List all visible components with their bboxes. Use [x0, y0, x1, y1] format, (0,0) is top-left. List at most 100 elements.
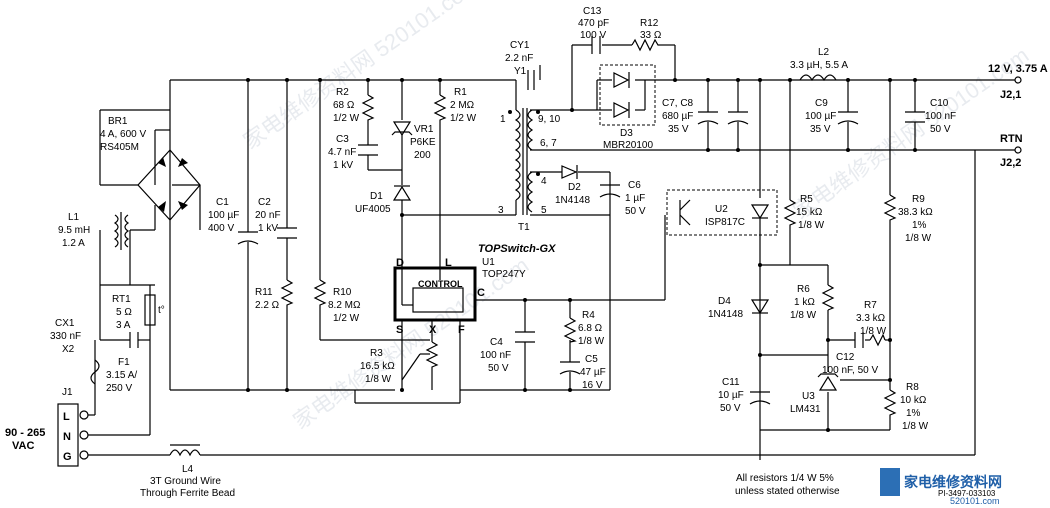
c2-voltage: 1 kV	[258, 223, 278, 234]
c7-voltage: 35 V	[668, 124, 689, 135]
c5-label: C5	[585, 354, 598, 365]
output-rtn: RTN	[1000, 133, 1023, 145]
d1-part: UF4005	[355, 204, 391, 215]
r3-label: R3	[370, 348, 383, 359]
cy1-capacitor	[527, 70, 535, 90]
r4-label: R4	[582, 310, 595, 321]
logo-url: 520101.com	[950, 496, 1000, 506]
c5-voltage: 16 V	[582, 380, 603, 391]
l4-desc1: 3T Ground Wire	[150, 476, 221, 487]
r4-resistor	[563, 317, 577, 343]
c6-value: 1 µF	[625, 193, 645, 204]
vr1-voltage: 200	[414, 150, 431, 161]
r3-resistor	[401, 341, 439, 381]
r8-power: 1/8 W	[902, 421, 929, 432]
r8-resistor	[883, 389, 897, 420]
r7-value: 3.3 kΩ	[856, 313, 886, 324]
c4-value: 100 nF	[480, 350, 511, 361]
pin-n: N	[63, 431, 71, 443]
site-logo: 家电维修资料网 520101.com	[880, 468, 1002, 506]
c11-voltage: 50 V	[720, 403, 741, 414]
r10-power: 1/2 W	[333, 313, 360, 324]
cx1-capacitor	[129, 332, 139, 348]
c10-voltage: 50 V	[930, 124, 951, 135]
l1-inductor	[113, 212, 130, 250]
d4-diode	[750, 299, 770, 315]
pin-4: 4	[541, 176, 547, 187]
r1-label: R1	[454, 87, 467, 98]
br1-part: RS405M	[100, 142, 139, 153]
r8-tolerance: 1%	[906, 408, 921, 419]
l4-ferrite	[169, 444, 201, 457]
pin-l: L	[63, 411, 70, 423]
l2-label: L2	[818, 47, 830, 58]
c9-value: 100 µF	[805, 111, 836, 122]
r9-tolerance: 1%	[912, 220, 927, 231]
c4-capacitor	[515, 331, 535, 343]
j1-connector	[57, 403, 89, 467]
f1-current: 3.15 A/	[106, 370, 137, 381]
u1-pin-d: D	[396, 257, 404, 269]
output-12v: 12 V, 3.75 A	[988, 63, 1048, 75]
l2-inductor	[799, 74, 837, 82]
u2-optocoupler	[666, 189, 778, 236]
l1-label: L1	[68, 212, 80, 223]
c13-capacitor	[591, 36, 601, 54]
d3-label: D3	[620, 128, 633, 139]
c5-value: 47 µF	[580, 367, 606, 378]
u1-topswitch	[393, 266, 477, 322]
c13-value: 470 pF	[578, 18, 609, 29]
d1-label: D1	[370, 191, 383, 202]
rt1-label: RT1	[112, 294, 131, 305]
r10-value: 8.2 MΩ	[328, 300, 361, 311]
cx1-label: CX1	[55, 318, 75, 329]
u1-pin-f: F	[458, 324, 465, 336]
r11-value: 2.2 Ω	[255, 300, 280, 311]
r12-label: R12	[640, 18, 659, 29]
r5-label: R5	[800, 194, 813, 205]
r4-power: 1/8 W	[578, 336, 605, 347]
c11-label: C11	[722, 377, 740, 388]
pin-6-7: 6, 7	[540, 138, 557, 149]
r3-power: 1/8 W	[365, 374, 392, 385]
br1-rating: 4 A, 600 V	[100, 129, 146, 140]
r1-power: 1/2 W	[450, 113, 477, 124]
l1-value: 9.5 mH	[58, 225, 90, 236]
r2-label: R2	[336, 87, 349, 98]
pin-1: 1	[500, 114, 506, 125]
c3-capacitor	[358, 144, 378, 156]
f1-voltage: 250 V	[106, 383, 132, 394]
d4-label: D4	[718, 296, 731, 307]
l1-current: 1.2 A	[62, 238, 85, 249]
c1-value: 100 µF	[208, 210, 239, 221]
note-unless: unless stated otherwise	[735, 486, 840, 497]
note-pi: PI-3497-033103	[938, 489, 996, 498]
r6-power: 1/8 W	[790, 310, 817, 321]
vr1-label: VR1	[414, 124, 434, 135]
t1-transformer	[508, 108, 540, 215]
pin-9-10: 9, 10	[538, 114, 561, 125]
c6-label: C6	[628, 180, 641, 191]
labels: BR1 4 A, 600 V RS405M L1 9.5 mH 1.2 A RT…	[5, 6, 1048, 499]
u3-shunt-regulator	[817, 373, 839, 391]
u1-part: TOP247Y	[482, 269, 526, 280]
note-resistors: All resistors 1/4 W 5%	[736, 473, 834, 484]
r9-resistor	[883, 194, 897, 225]
u1-label: U1	[482, 257, 495, 268]
l4-desc2: Through Ferrite Bead	[140, 488, 235, 499]
c1-label: C1	[216, 197, 229, 208]
c7-label: C7, C8	[662, 98, 694, 109]
cx1-class: X2	[62, 344, 75, 355]
u2-part: ISP817C	[705, 217, 745, 228]
rt1-current: 3 A	[116, 320, 131, 331]
u1-control: CONTROL	[418, 279, 463, 289]
c2-capacitor	[277, 227, 297, 239]
l2-value: 3.3 µH, 5.5 A	[790, 60, 848, 71]
c9-capacitor	[837, 111, 859, 125]
f1-fuse	[90, 359, 100, 385]
c9-voltage: 35 V	[810, 124, 831, 135]
r8-label: R8	[906, 382, 919, 393]
pin-5: 5	[541, 205, 547, 216]
r10-resistor	[313, 279, 327, 310]
